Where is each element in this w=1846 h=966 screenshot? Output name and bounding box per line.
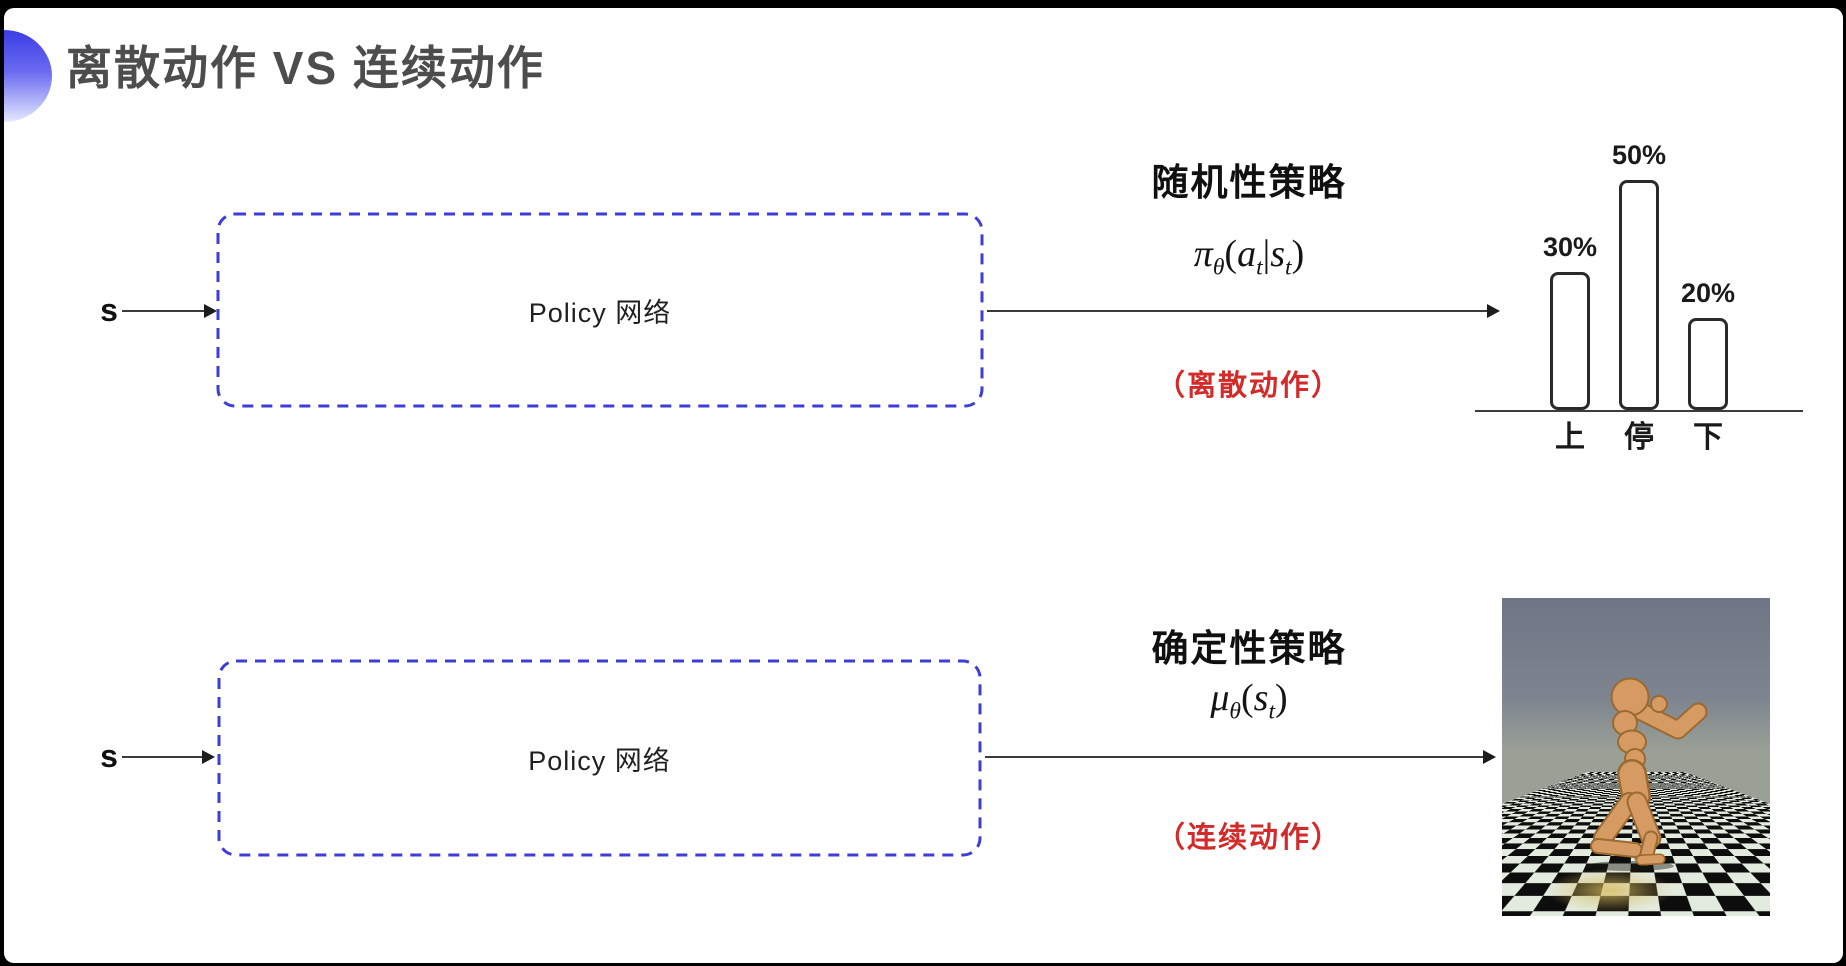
humanoid-robot-figure xyxy=(1586,677,1708,871)
bar-rect xyxy=(1619,180,1659,410)
title-accent-shape xyxy=(4,30,52,122)
bar-item: 20% 下 xyxy=(1681,278,1735,454)
dashed-border xyxy=(217,659,982,857)
state-input-label-bottom: s xyxy=(100,738,118,774)
bar-category-label: 停 xyxy=(1624,421,1654,454)
bar-rect xyxy=(1550,272,1590,410)
page-title: 离散动作 VS 连续动作 xyxy=(66,42,545,94)
policy-network-label-top: Policy 网络 xyxy=(528,297,672,328)
policy-network-label-bottom: Policy 网络 xyxy=(528,745,671,776)
bar-value-label: 50% xyxy=(1611,140,1667,170)
state-input-label-top: s xyxy=(100,292,118,328)
humanoid-simulation-image xyxy=(1502,598,1770,916)
floor-reflection-glow xyxy=(1544,868,1674,913)
arrow-policy-to-output-bottom xyxy=(985,750,1496,764)
bar-value-label: 30% xyxy=(1542,232,1598,262)
arrow-policy-to-output-top xyxy=(987,304,1500,318)
bar-item: 30% 上 xyxy=(1543,232,1597,454)
stochastic-policy-formula: πθ(at|st) xyxy=(1193,233,1305,281)
stochastic-policy-title: 随机性策略 xyxy=(1151,162,1347,203)
bar-rect xyxy=(1688,318,1728,410)
bar-value-label: 20% xyxy=(1680,278,1736,308)
bar-category-label: 下 xyxy=(1693,421,1723,454)
bar-category-label: 上 xyxy=(1555,421,1585,454)
arrow-state-to-policy-bottom xyxy=(122,750,215,764)
dashed-border xyxy=(216,212,984,408)
arrow-state-to-policy-top xyxy=(122,304,217,318)
action-probability-bar-chart: 30% 上 50% 停 20% 下 xyxy=(1475,100,1803,454)
bar-item: 50% 停 xyxy=(1612,140,1666,454)
policy-network-box-top: Policy 网络 xyxy=(215,211,985,409)
deterministic-policy-formula: μθ(st) xyxy=(1210,677,1288,725)
continuous-action-note: （连续动作） xyxy=(1155,822,1342,854)
discrete-action-note: （离散动作） xyxy=(1155,370,1342,402)
slide-canvas: 离散动作 VS 连续动作 s Policy 网络 随机性策略 πθ(at|st)… xyxy=(4,8,1843,963)
policy-network-box-bottom: Policy 网络 xyxy=(216,658,983,858)
deterministic-policy-title: 确定性策略 xyxy=(1151,628,1347,669)
